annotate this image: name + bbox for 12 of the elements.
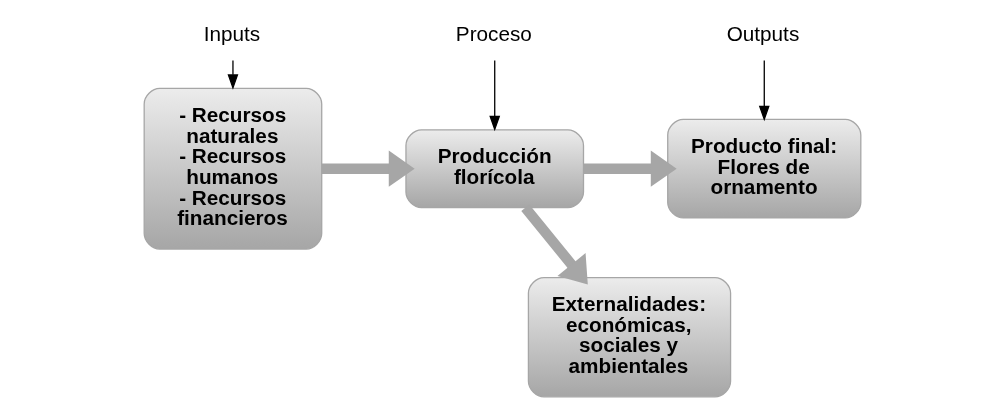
- arrow: [227, 59, 238, 90]
- arrow: [488, 59, 500, 132]
- node-box: Producto final: Flores de ornamento: [666, 118, 861, 219]
- arrow: [758, 59, 770, 122]
- node-box: - Recursos naturales - Recursos humanos - Recursos financieros: [143, 87, 322, 250]
- node-box: Externalidades: económicas, sociales y ambientales: [527, 276, 731, 398]
- arrow: [321, 150, 415, 187]
- node-text: Inputs: [203, 22, 260, 46]
- arrow: [583, 150, 677, 187]
- node-text: Proceso: [455, 22, 532, 46]
- node-box: Producción florícola: [404, 129, 584, 209]
- node-text: Outputs: [726, 22, 799, 46]
